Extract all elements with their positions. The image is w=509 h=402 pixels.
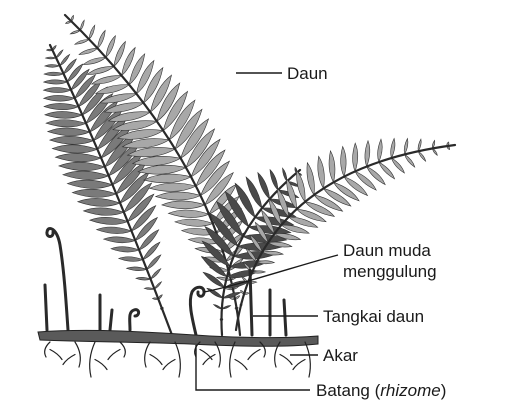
root-strand (145, 342, 162, 367)
fern-pinna (168, 210, 209, 218)
fern-pinna (83, 57, 106, 64)
fern-pinna (55, 153, 101, 161)
fern-pinna (46, 57, 57, 59)
fern-pinna (127, 267, 147, 271)
rhizome (38, 330, 318, 346)
fern-pinna (391, 158, 404, 173)
fern-pinna (391, 138, 395, 158)
fern-pinna (138, 165, 186, 174)
fern-pinna (44, 88, 72, 93)
fern-pinna (154, 282, 161, 289)
fern-pinna (44, 80, 68, 84)
fern-pinna (418, 151, 425, 161)
fiddlehead-daun-muda (190, 287, 204, 335)
fern-pinna (217, 277, 231, 280)
fern-pinna (45, 65, 60, 68)
fern-pinna (50, 136, 94, 144)
label-batang-prefix: Batang ( (316, 381, 381, 400)
root-strand (63, 342, 80, 367)
root-strand (90, 342, 107, 377)
fern-pinna (147, 255, 161, 269)
fern-pinna (104, 237, 136, 243)
fern-pinna (378, 139, 383, 162)
fern-pinna (329, 151, 335, 182)
fern-pinna (379, 162, 395, 179)
fern-pinna (52, 145, 97, 153)
label-tangkai-daun: Tangkai daun (323, 307, 424, 326)
root-strand (203, 342, 220, 367)
fern-pinna (114, 41, 126, 66)
fern-pinna (78, 198, 120, 206)
fern-pinna (318, 156, 325, 188)
fern-pinna (44, 95, 75, 101)
fiddlehead-left (47, 228, 68, 330)
fern-pinna (80, 20, 84, 30)
fern-pinna (270, 170, 278, 190)
root-strand (293, 342, 310, 377)
label-daun-muda-line1: Daun muda (343, 241, 431, 260)
fern-pinna (404, 138, 408, 154)
fern-pinna (45, 111, 82, 118)
fern-pinna (48, 128, 90, 136)
label-daun-muda-line2: menggulung (343, 262, 437, 281)
fern-pinna (106, 36, 116, 58)
fern-pinna (136, 277, 151, 280)
fern-pinna (56, 50, 63, 58)
fern-pinna (156, 192, 201, 200)
label-akar: Akar (323, 346, 358, 365)
fern-pinna (353, 143, 358, 171)
fern-pinna (307, 163, 314, 195)
fern-pinna (97, 227, 132, 234)
roots (45, 342, 311, 377)
fern-pinna (79, 48, 97, 54)
label-batang-italic: rhizome (380, 381, 440, 400)
fern-pinna (46, 120, 86, 127)
fern-pinna (222, 306, 231, 309)
fern-pinna (90, 217, 128, 224)
fern-pinna (70, 30, 80, 34)
fern-pinna (144, 174, 191, 183)
fern-pinna (119, 257, 143, 262)
fern-pinna (63, 171, 109, 180)
fern-pinna (98, 30, 106, 48)
label-batang-suffix: ) (441, 381, 447, 400)
fern-pinna (341, 146, 346, 176)
fern-pinna (44, 72, 63, 76)
root-strand (45, 342, 62, 360)
fern-pinna (75, 39, 89, 44)
fiddlehead-center (130, 310, 139, 330)
fern-pinna (88, 66, 114, 74)
fern-pinna (89, 25, 95, 39)
fern-pinna (151, 269, 161, 279)
fern-pinna (162, 201, 205, 209)
fern-pinna (72, 189, 116, 197)
fern-pinna (365, 141, 370, 167)
leader-batang (196, 345, 310, 390)
fern-pinna (96, 85, 129, 94)
fern-pinna (433, 148, 438, 155)
fern-pinna (84, 208, 124, 216)
root-strand (230, 342, 247, 377)
fern-pinna (418, 139, 421, 151)
fern-pinna (67, 180, 112, 188)
label-daun: Daun (287, 64, 328, 83)
fern-pinna (92, 76, 122, 85)
fern-pinna (59, 162, 105, 171)
fern-pinna (405, 154, 415, 167)
fern-pinna (44, 103, 78, 109)
fern-pinna (111, 247, 139, 252)
label-batang: Batang (rhizome) (316, 381, 446, 400)
fern-pinna (175, 219, 213, 226)
fern-pinna (214, 305, 222, 309)
fern-pinna (258, 173, 270, 199)
root-strand (108, 342, 125, 360)
fern-pinna (150, 183, 196, 191)
fern-pinna (60, 54, 70, 65)
root-strand (163, 342, 180, 377)
